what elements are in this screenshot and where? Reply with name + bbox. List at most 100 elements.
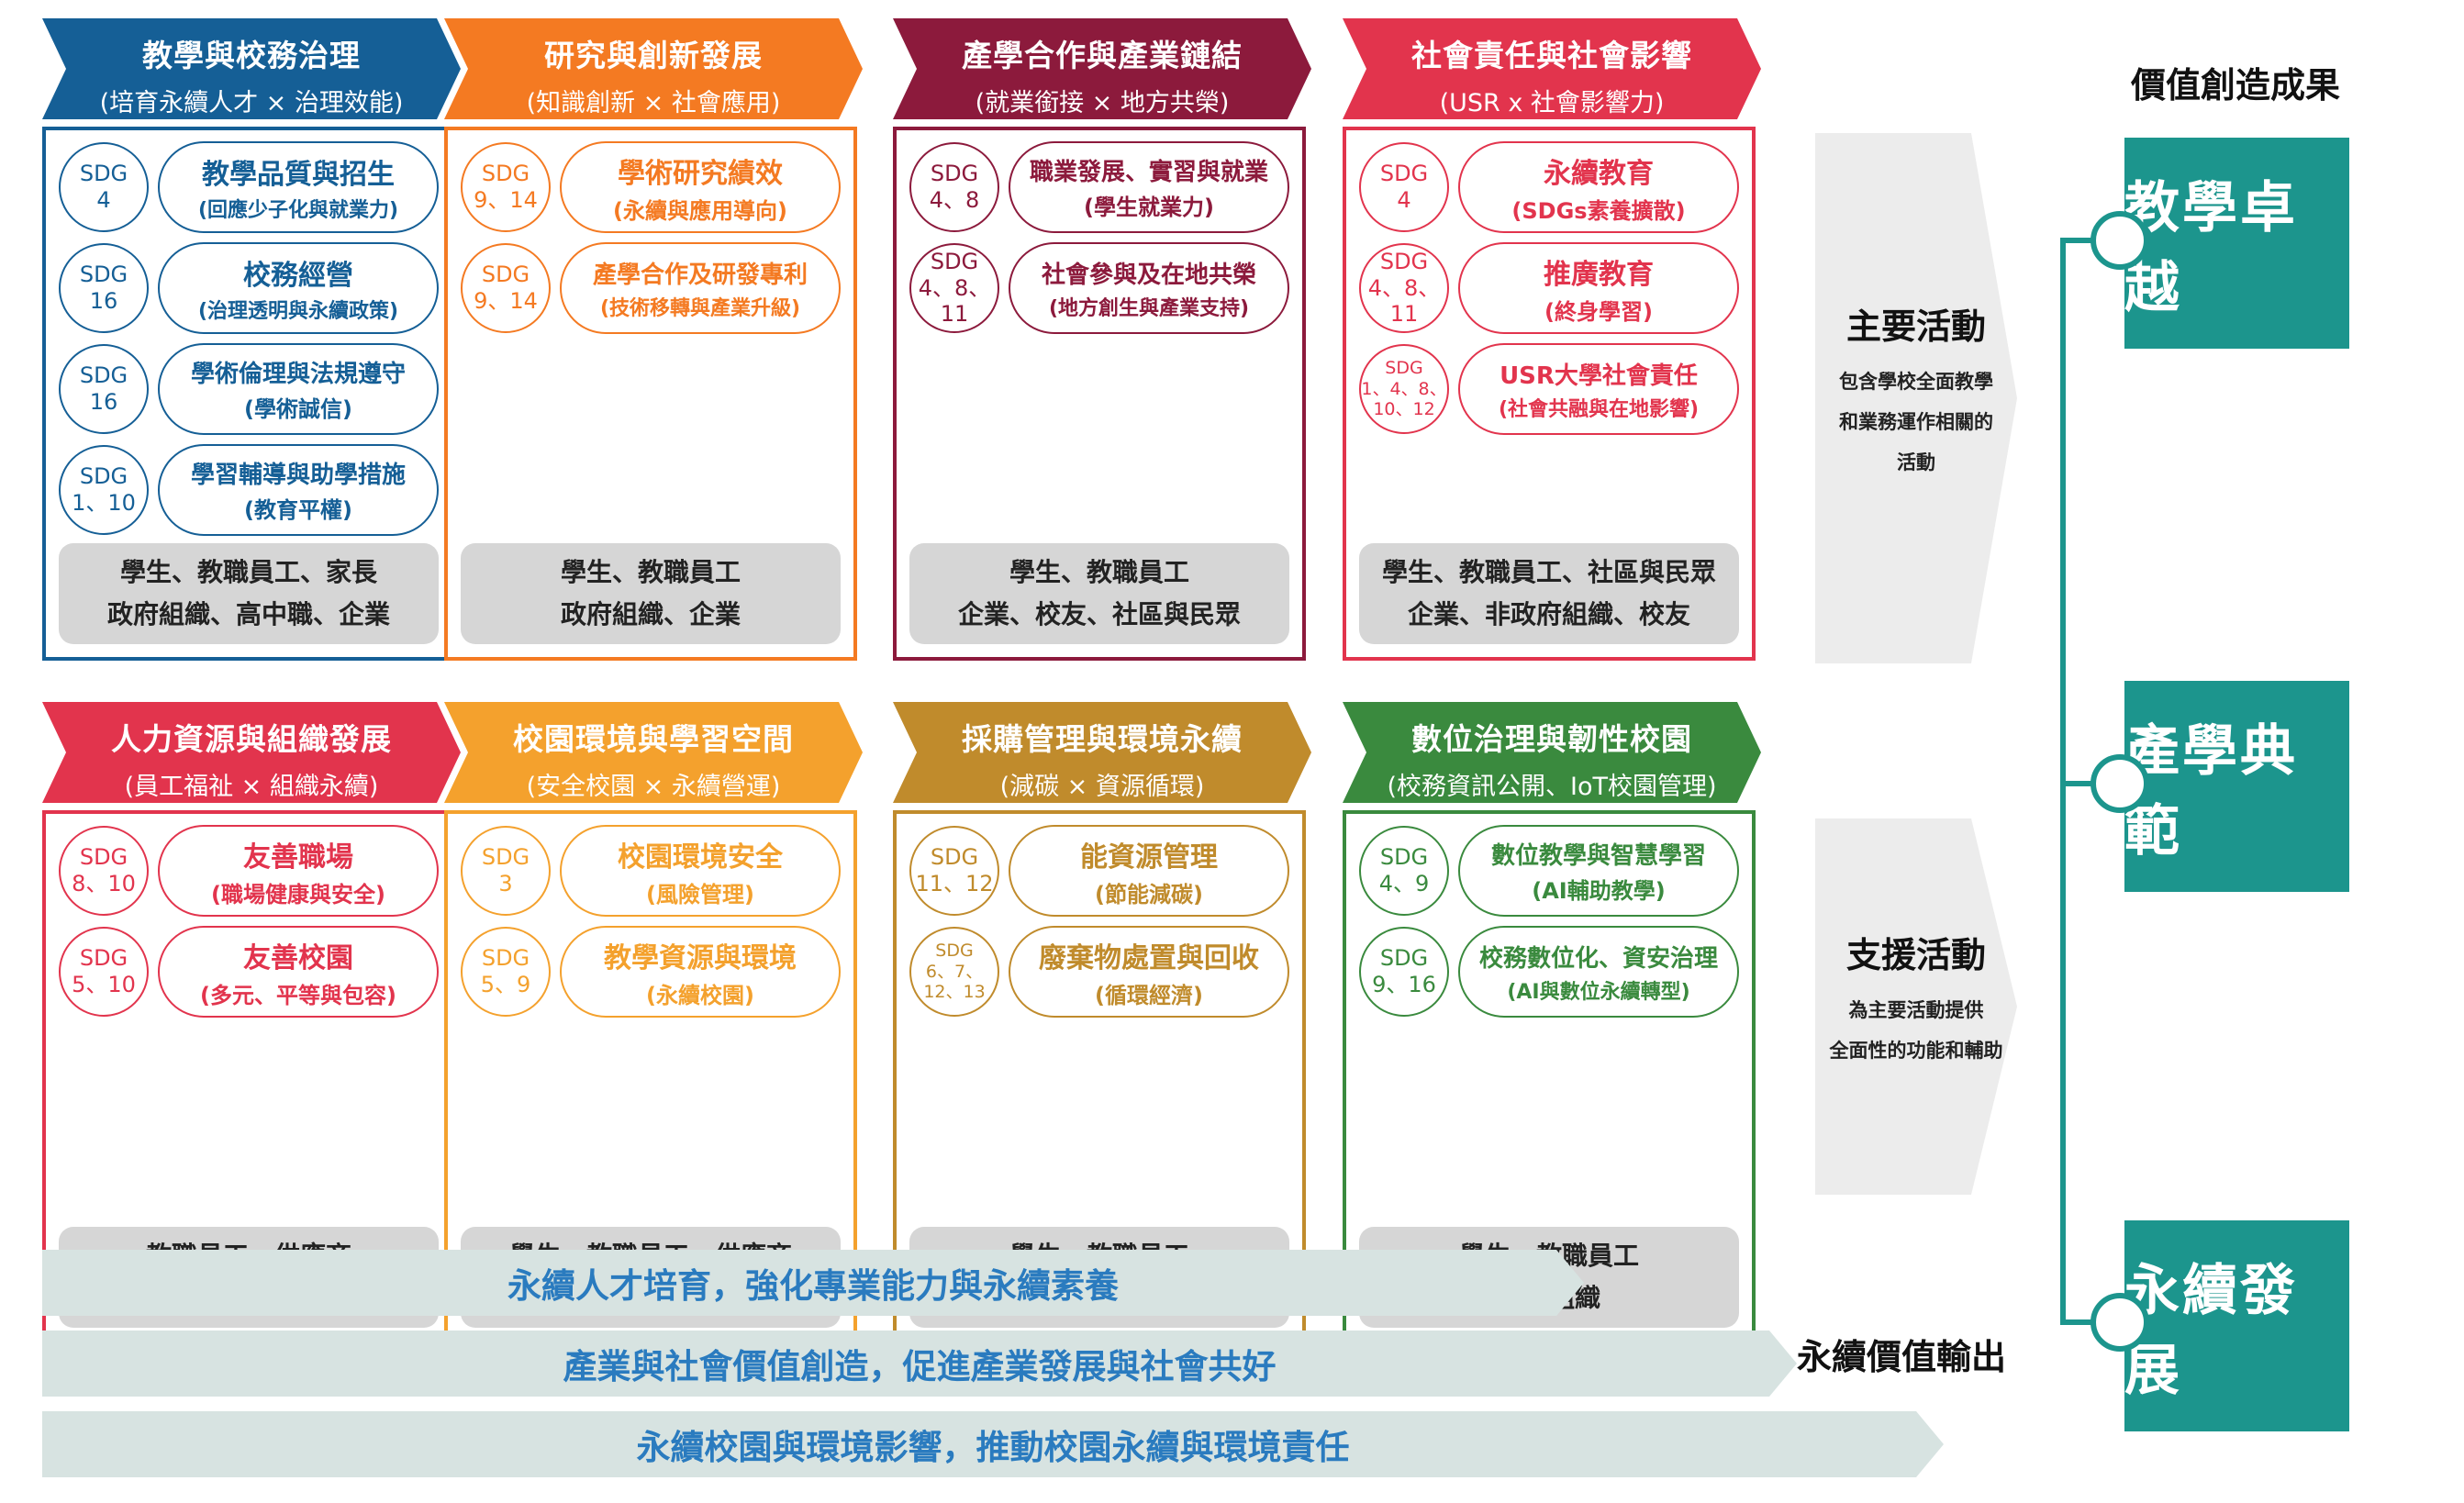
topic-pill: 教學品質與招生 (回應少子化與就業力) <box>158 141 439 233</box>
sdg-label: SDG <box>1379 161 1429 187</box>
topic-pill: 校務經營(治理透明與永續政策) <box>158 242 439 334</box>
connector-knob-2 <box>2090 754 2149 813</box>
column-subtitle: (就業銜接 × 地方共榮) <box>975 89 1230 117</box>
sdg-numbers: 16 <box>89 288 118 314</box>
topic-name: 數位教學與智慧學習 <box>1490 842 1706 870</box>
sdg-label: SDG <box>935 940 974 961</box>
topic-note: (終身學習) <box>1544 298 1653 325</box>
sdg-numbers: 11、12 <box>915 871 994 896</box>
column-subtitle: (校務資訊公開、IoT校園管理) <box>1387 773 1717 801</box>
topic-note: (學術誠信) <box>244 396 352 422</box>
column-header: 數位治理與韌性校園 (校務資訊公開、IoT校園管理) <box>1343 702 1761 803</box>
sdg-numbers: 4、8、11 <box>918 274 991 328</box>
topic-name: 友善職場 <box>243 841 353 874</box>
sdg-numbers: 4、9 <box>1378 871 1430 896</box>
column-header: 校園環境與學習空間 (安全校園 × 永續營運) <box>444 702 863 803</box>
column-header: 研究與創新發展(知識創新 × 社會應用) <box>444 18 863 119</box>
topic-name: 教學品質與招生 <box>202 159 395 191</box>
connector-knob-3 <box>2090 1293 2149 1352</box>
topic-note: (學生就業力) <box>1084 195 1214 220</box>
output-band-talent: 永續人才培育，強化專業能力與永續素養 <box>42 1250 1584 1316</box>
column-subtitle: (安全校園 × 永續營運) <box>526 773 781 801</box>
output-band-industry: 產業與社會價值創造，促進產業發展與社會共好 <box>42 1330 1797 1397</box>
topic-pill: 學習輔導與助學措施(教育平權) <box>158 444 439 536</box>
stakeholder-line: 政府組織、高中職、企業 <box>106 599 390 629</box>
stakeholder-line: 企業、非政府組織、校友 <box>1407 599 1690 629</box>
column-header: 採購管理與環境永續(減碳 × 資源循環) <box>893 702 1311 803</box>
sdg-numbers: 1、4、8、10、12 <box>1361 378 1447 420</box>
topic-note: (AI與數位永續轉型) <box>1507 980 1690 1004</box>
topic-name: 職業發展、實習與就業 <box>1029 159 1268 186</box>
topic-note: (治理透明與永續政策) <box>197 300 399 323</box>
output-label: 永續價值輸出 <box>1797 1337 2007 1377</box>
topic-pill: 校務數位化、資安治理 (AI與數位永續轉型) <box>1458 926 1739 1018</box>
outcome-teaching-excellence: 教學卓越 <box>2124 138 2349 349</box>
primary-activities-desc-1: 包含學校全面教學 <box>1839 371 1993 393</box>
topic-pill: 推廣教育 (終身學習) <box>1458 242 1739 334</box>
column-title: 校園環境與學習空間 <box>513 721 794 757</box>
sdg-numbers: 5、10 <box>72 972 136 997</box>
topic-note: (節能減碳) <box>1095 881 1203 907</box>
topic-note: (回應少子化與就業力) <box>197 199 399 222</box>
topic-pill: 產學合作及研發專利(技術移轉與產業升級) <box>560 242 841 334</box>
sdg-label: SDG <box>79 945 128 972</box>
topic-note: (職場健康與安全) <box>211 881 385 907</box>
connector-knob-1 <box>2090 211 2149 270</box>
topic-name: 推廣教育 <box>1544 258 1654 291</box>
support-activities-panel: 支援活動 為主要活動提供 全面性的功能和輔助 <box>1815 818 2017 1195</box>
topic-note: (教育平權) <box>244 497 352 523</box>
column-subtitle: (員工福祉 × 組織永續) <box>124 773 379 801</box>
stakeholder-line: 學生、教職員工 <box>560 556 741 587</box>
topic-pill: 學術研究績效(永續與應用導向) <box>560 141 841 233</box>
topic-note: (技術移轉與產業升級) <box>599 296 801 320</box>
topic-note: (風險管理) <box>646 881 754 907</box>
topic-pill: 學術倫理與法規遵守 (學術誠信) <box>158 343 439 435</box>
topic-pill: 職業發展、實習與就業 (學生就業力) <box>1009 141 1289 233</box>
topic-note: (永續與應用導向) <box>613 197 787 224</box>
sdg-label: SDG <box>79 161 128 187</box>
topic-name: 永續教育 <box>1544 157 1654 190</box>
sdg-numbers: 4、8、11 <box>1367 274 1441 328</box>
topic-pill: 永續教育(SDGs素養擴散) <box>1458 141 1739 233</box>
topic-name: 校務數位化、資安治理 <box>1478 944 1718 973</box>
sdg-label: SDG <box>1379 844 1429 871</box>
stakeholder-box: 學生、教職員工政府組織、企業 <box>461 543 841 644</box>
column-title: 產學合作與產業鏈結 <box>962 38 1243 73</box>
sdg-label: SDG <box>1379 945 1429 972</box>
topic-name: 學術倫理與法規遵守 <box>190 361 406 388</box>
column-title: 數位治理與韌性校園 <box>1411 721 1692 757</box>
primary-activities-desc-2: 和業務運作相關的 <box>1839 411 1993 434</box>
support-activities-desc-2: 全面性的功能和輔助 <box>1829 1040 2003 1063</box>
primary-activities-panel: 主要活動 包含學校全面教學 和業務運作相關的 活動 <box>1815 133 2017 663</box>
sdg-label: SDG <box>930 844 979 871</box>
outcome-sustainable-development: 永續發展 <box>2124 1220 2349 1431</box>
sdg-numbers: 9、14 <box>474 288 538 314</box>
column-subtitle: (培育永續人才 × 治理效能) <box>99 89 404 117</box>
sdg-label: SDG <box>930 248 979 274</box>
